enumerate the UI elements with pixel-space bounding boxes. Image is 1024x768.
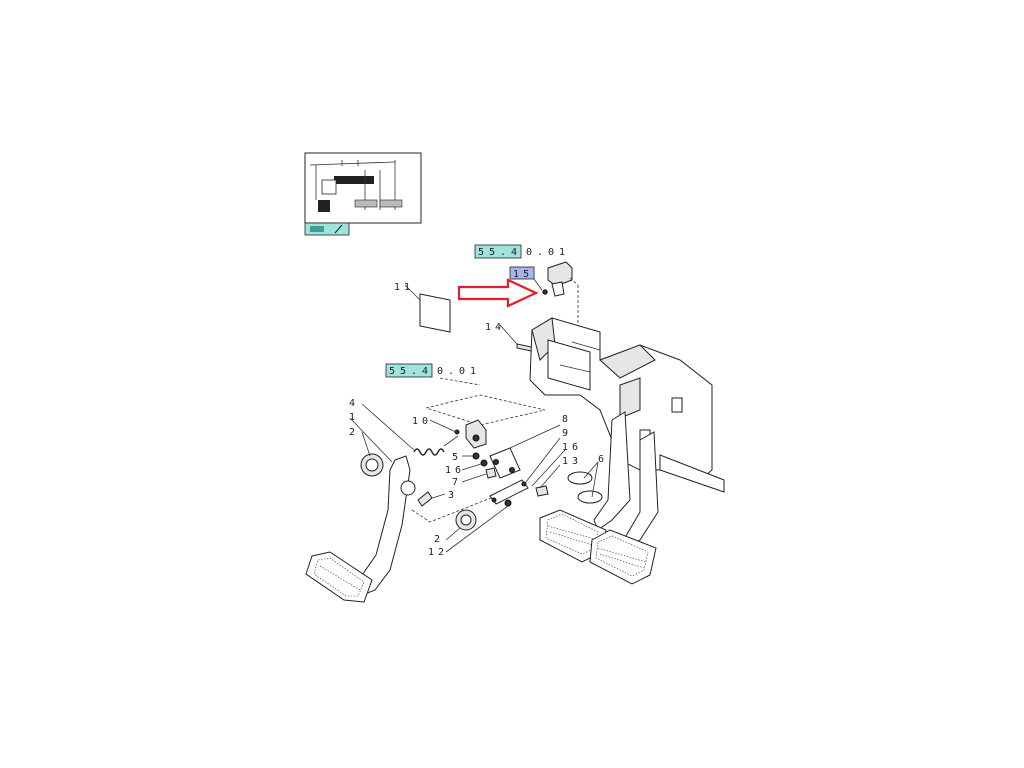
bolt-part-13 (535, 485, 549, 497)
clip-part (485, 467, 497, 479)
clutch-switch (454, 419, 487, 449)
ref-top-prefix: 55.4 (478, 247, 522, 258)
callout-3: 3 (448, 490, 458, 501)
callout-13: 13 (562, 456, 582, 467)
ref-top-suffix: 0.01 (526, 247, 570, 258)
brake-switch (542, 261, 573, 297)
plate-part (419, 293, 451, 333)
right-pedal-pad-right (589, 529, 657, 585)
ref-mid-suffix: 0.01 (437, 366, 481, 377)
callout-9: 9 (562, 428, 572, 439)
pedal-frame (529, 317, 725, 493)
seal-part-b (577, 490, 603, 504)
bushing-lower (455, 509, 477, 531)
callout-14: 14 (485, 322, 505, 333)
callout-16-left: 16 (445, 465, 465, 476)
red-arrow-icon (457, 278, 539, 308)
callout-4: 4 (349, 398, 359, 409)
callout-7: 7 (452, 477, 462, 488)
highlighted-part-callout[interactable]: 15 (509, 266, 543, 291)
callout-5: 5 (452, 452, 462, 463)
slash-icon (334, 224, 343, 234)
highlight-label: 15 (513, 269, 533, 280)
reference-box-top[interactable]: 55.4 0.01 (474, 244, 570, 259)
ref-mid-prefix: 55.4 (389, 366, 433, 377)
return-spring (413, 435, 459, 456)
thumbnail-badge[interactable] (304, 222, 350, 236)
callout-8: 8 (562, 414, 572, 425)
tractor-icon (310, 226, 324, 232)
left-pedal (305, 455, 416, 603)
nut-part (480, 459, 488, 467)
pin-part (417, 491, 433, 507)
callout-11: 11 (394, 282, 414, 293)
callout-2-lower: 2 (434, 534, 444, 545)
callout-10: 10 (412, 416, 432, 427)
callout-6: 6 (598, 454, 608, 465)
seal-part-a (567, 471, 593, 485)
reference-box-mid[interactable]: 55.4 0.01 (385, 363, 481, 378)
callout-12: 12 (428, 547, 448, 558)
nut-part-12 (504, 499, 512, 507)
linkage-arm (489, 447, 521, 479)
washer-part (472, 452, 480, 460)
callout-2-upper: 2 (349, 427, 359, 438)
bushing-upper (360, 453, 384, 477)
link-plate (489, 479, 529, 505)
overview-thumbnail[interactable] (304, 152, 422, 224)
callout-16-right: 16 (562, 442, 582, 453)
callout-1: 1 (349, 412, 359, 423)
